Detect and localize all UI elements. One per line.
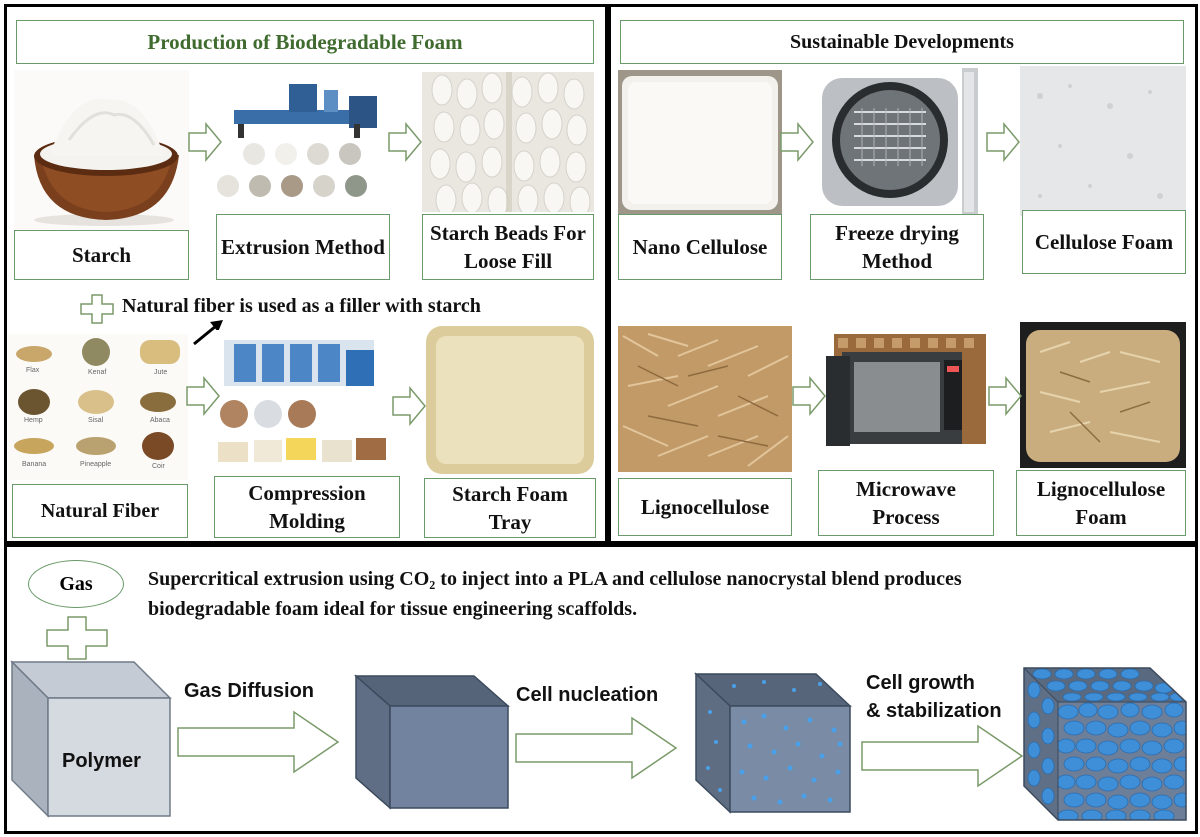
compression-molding-image <box>214 330 394 470</box>
production-panel <box>4 4 608 544</box>
gas-diffusion-arrow <box>177 710 340 774</box>
arrow-molding-to-tray <box>392 386 426 426</box>
sustainable-panel <box>608 4 1198 544</box>
gas-ellipse: Gas <box>28 560 124 608</box>
nucleation-cube <box>694 672 852 814</box>
fiber-label-coir: Coir <box>152 463 166 470</box>
arrow-ligno-to-microwave <box>792 376 826 416</box>
starch-beads-image <box>422 72 594 212</box>
cellulose-foam-label: Cellulose Foam <box>1022 210 1186 274</box>
gas-diffusion-label: Gas Diffusion <box>184 680 315 702</box>
fiber-label-flax: Flax <box>26 367 40 374</box>
arrow-starch-to-extrusion <box>188 122 222 162</box>
fiber-label-jute: Jute <box>154 369 167 376</box>
microwave-image <box>826 330 988 448</box>
plus-icon-gas <box>46 616 108 660</box>
compression-molding-label: Compression Molding <box>214 476 400 538</box>
freeze-dryer-image <box>812 68 994 218</box>
lignocellulose-image <box>618 326 792 472</box>
foam-cube <box>1023 667 1187 821</box>
arrow-freeze-to-cellulose <box>986 122 1020 162</box>
natural-fiber-image: Flax Kenaf Jute Hemp Sisal Abaca Banana … <box>8 334 188 480</box>
fiber-label-hemp: Hemp <box>24 417 43 424</box>
supercritical-panel <box>4 544 1198 834</box>
fiber-label-pineapple: Pineapple <box>80 461 111 468</box>
cell-nucleation-label: Cell nucleation <box>516 684 659 706</box>
starch-beads-label: Starch Beads For Loose Fill <box>422 214 594 280</box>
cell-growth-label: Cell growth <box>866 672 975 694</box>
microwave-process-label: Microwave Process <box>818 470 994 536</box>
polymer-cube <box>10 660 172 818</box>
arrow-fiber-to-molding <box>186 376 220 416</box>
lignocellulose-label: Lignocellulose <box>618 478 792 536</box>
freeze-drying-label: Freeze drying Method <box>810 214 984 280</box>
gas-label: Gas <box>59 572 93 595</box>
extrusion-method-label: Extrusion Method <box>216 214 390 280</box>
fiber-label-sisal: Sisal <box>88 417 104 424</box>
nano-cellulose-image <box>618 70 782 216</box>
polymer-label: Polymer <box>62 750 141 772</box>
nano-cellulose-label: Nano Cellulose <box>618 214 782 280</box>
extrusion-machine-image <box>214 70 389 212</box>
sustainable-title: Sustainable Developments <box>620 20 1184 64</box>
supercritical-description-line2: biodegradable foam ideal for tissue engi… <box>148 598 638 620</box>
arrow-microwave-to-foam <box>988 376 1022 416</box>
natural-fiber-label: Natural Fiber <box>12 484 188 538</box>
starch-image <box>14 70 189 230</box>
fiber-label-banana: Banana <box>22 461 46 468</box>
arrow-extrusion-to-beads <box>388 122 422 162</box>
plus-icon <box>80 294 114 324</box>
production-title: Production of Biodegradable Foam <box>16 20 594 64</box>
diffused-cube <box>354 674 510 810</box>
arrow-nano-to-freeze <box>780 122 814 162</box>
fiber-label-kenaf: Kenaf <box>88 369 106 376</box>
fiber-label-abaca: Abaca <box>150 417 170 424</box>
cell-nucleation-arrow <box>515 716 678 780</box>
supercritical-description-line1: Supercritical extrusion using CO₂ to inj… <box>148 568 962 590</box>
cellulose-foam-image <box>1020 66 1186 216</box>
lignocellulose-foam-label: Lignocellulose Foam <box>1016 470 1186 536</box>
starch-label: Starch <box>14 230 189 280</box>
cell-growth-arrow <box>861 724 1024 788</box>
lignocellulose-foam-image <box>1020 322 1186 468</box>
starch-foam-tray-image <box>424 324 596 476</box>
filler-note: Natural fiber is used as a filler with s… <box>122 295 481 317</box>
stabilization-label: & stabilization <box>866 700 1002 722</box>
starch-foam-tray-label: Starch Foam Tray <box>424 478 596 538</box>
arrow-fiber-to-machine-icon <box>193 320 223 346</box>
